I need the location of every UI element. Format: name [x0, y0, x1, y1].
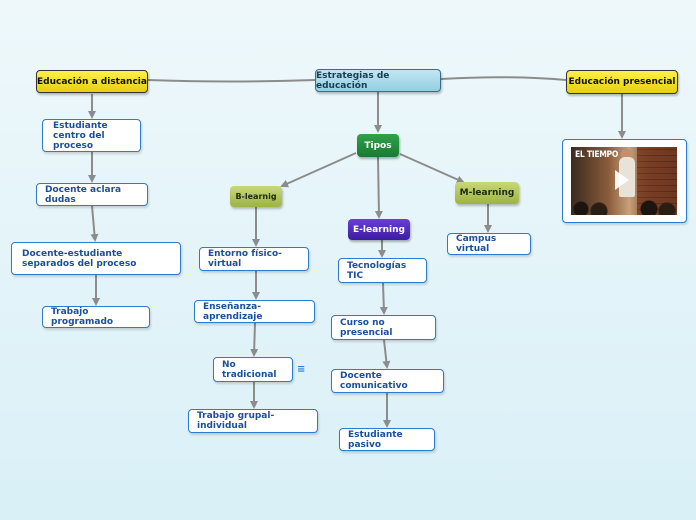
left-item-4[interactable]: Trabajo programado	[42, 306, 150, 328]
b-learning-item-2[interactable]: Enseñanza-aprendizaje	[194, 300, 315, 323]
b-learning-item-1[interactable]: Entorno físico-virtual	[199, 247, 309, 271]
m-learning-item-1[interactable]: Campus virtual	[447, 233, 531, 255]
edge-tipos-to-elearning	[374, 156, 383, 219]
edge-tipos-to-blearning	[280, 152, 357, 188]
edge-tipos-to-mlearning	[399, 153, 465, 184]
el-tiempo-logo: EL TIEMPO	[575, 150, 619, 160]
b-learning-item-4[interactable]: Trabajo grupal-individual	[188, 409, 318, 433]
distance-education-node[interactable]: Educación a distancia	[36, 70, 148, 93]
e-learning-item-4-label: Estudiante pasivo	[348, 429, 403, 450]
left-item-2[interactable]: Docente aclara dudas	[36, 183, 148, 206]
edge-b-3	[250, 322, 259, 357]
m-learning-node[interactable]: M-learning	[455, 182, 519, 204]
m-learning-item-1-label: Campus virtual	[456, 234, 497, 254]
edge-central-to-presencial	[440, 76, 567, 81]
e-learning-node[interactable]: E-learning	[348, 219, 410, 240]
b-learning-item-3-label: No tradicional	[222, 359, 277, 380]
types-label: Tipos	[364, 140, 392, 151]
central-topic-node[interactable]: Estrategias de educación	[315, 69, 441, 92]
left-item-1-label: Estudiante centro del proceso	[53, 120, 108, 151]
video-thumbnail-card[interactable]: EL TIEMPO	[562, 139, 687, 223]
left-item-4-label: Trabajo programado	[51, 307, 114, 327]
edge-left-3	[90, 205, 99, 242]
b-learning-node[interactable]: B-learnig	[230, 186, 282, 207]
e-learning-item-3[interactable]: Docente comunicativo	[331, 369, 444, 393]
video-thumbnail-image[interactable]: EL TIEMPO	[571, 147, 677, 215]
e-learning-item-1-label: Tecnologías TIC	[347, 260, 407, 281]
e-learning-label: E-learning	[353, 224, 405, 235]
b-learning-item-4-label: Trabajo grupal-individual	[197, 411, 275, 431]
b-learning-item-2-label: Enseñanza-aprendizaje	[203, 301, 263, 322]
left-item-1[interactable]: Estudiante centro del proceso	[42, 119, 141, 152]
e-learning-item-4[interactable]: Estudiante pasivo	[339, 428, 435, 451]
person-head	[621, 149, 632, 160]
b-learning-item-3[interactable]: No tradicional	[213, 357, 293, 382]
presential-education-node[interactable]: Educación presencial	[566, 70, 678, 94]
b-learning-label: B-learnig	[235, 192, 277, 201]
presential-education-label: Educación presencial	[568, 77, 676, 87]
edge-e-3	[382, 339, 391, 369]
left-item-3-label: Docente-estudiante separados del proceso	[22, 248, 137, 269]
e-learning-item-2-label: Curso no presencial	[340, 317, 393, 338]
types-node[interactable]: Tipos	[357, 134, 399, 157]
audience-silhouettes	[571, 197, 677, 215]
e-learning-item-1[interactable]: Tecnologías TIC	[338, 258, 427, 283]
e-learning-item-2[interactable]: Curso no presencial	[331, 315, 436, 340]
note-icon[interactable]: ≡	[297, 364, 306, 375]
central-topic-label: Estrategias de educación	[316, 70, 390, 91]
e-learning-item-3-label: Docente comunicativo	[340, 371, 408, 391]
left-item-2-label: Docente aclara dudas	[45, 184, 122, 205]
edge-central-to-distancia	[147, 79, 316, 83]
play-icon[interactable]	[615, 170, 629, 190]
b-learning-item-1-label: Entorno físico-virtual	[208, 249, 282, 269]
edge-e-2	[379, 282, 388, 315]
distance-education-label: Educación a distancia	[37, 76, 147, 87]
m-learning-label: M-learning	[459, 188, 515, 198]
left-item-3[interactable]: Docente-estudiante separados del proceso	[11, 242, 181, 275]
